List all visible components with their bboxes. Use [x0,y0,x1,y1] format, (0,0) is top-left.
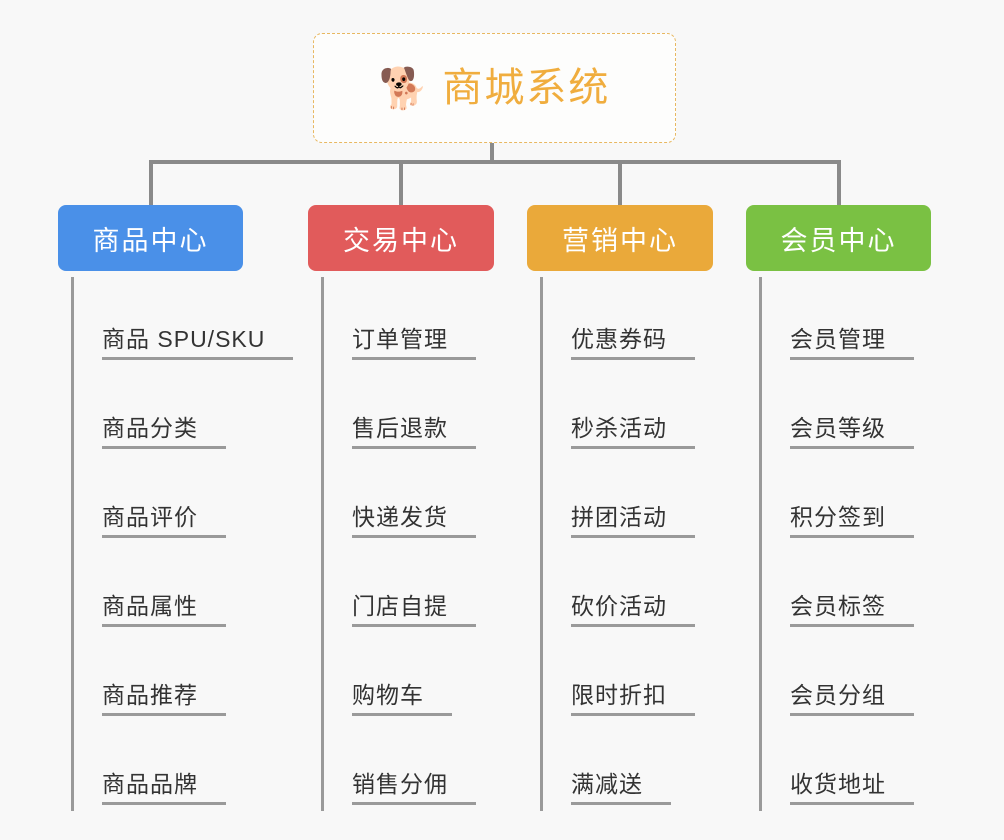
shiba-dog-icon: 🐕 [378,67,429,111]
branch-spine [71,277,74,811]
leaf-item-label: 售后退款 [352,415,476,449]
leaf-item-label: 收货地址 [790,771,914,805]
leaf-item-label: 会员标签 [790,593,914,627]
root-vertical-connector [490,143,494,163]
leaf-item[interactable]: 会员标签 [746,544,931,633]
leaf-list: 商品 SPU/SKU 商品分类商品评价商品属性商品推荐商品品牌 [58,271,294,811]
leaf-item[interactable]: 商品品牌 [58,722,243,811]
leaf-item-label: 购物车 [352,682,452,716]
leaf-item[interactable]: 订单管理 [308,277,494,366]
category-box[interactable]: 会员中心 [746,205,931,271]
branch-drop-connector [148,160,153,206]
leaf-item[interactable]: 会员等级 [746,366,931,455]
category-box[interactable]: 商品中心 [58,205,243,271]
leaf-item[interactable]: 拼团活动 [527,455,713,544]
leaf-item-label: 会员等级 [790,415,914,449]
branch-spine [759,277,762,811]
leaf-item[interactable]: 商品分类 [58,366,243,455]
leaf-list: 订单管理售后退款快递发货门店自提购物车销售分佣 [308,271,494,811]
category-label: 交易中心 [343,225,459,256]
leaf-item[interactable]: 快递发货 [308,455,494,544]
branch-column: 营销中心优惠券码秒杀活动拼团活动砍价活动限时折扣满减送 [527,205,713,811]
category-label: 会员中心 [780,225,897,256]
root-node[interactable]: 🐕 商城系统 [313,33,676,143]
root-title: 商城系统 [442,66,611,110]
category-label: 商品中心 [92,225,209,256]
leaf-item[interactable]: 售后退款 [308,366,494,455]
horizontal-connector-bar [149,160,840,164]
branch-column: 会员中心会员管理会员等级积分签到会员标签会员分组收货地址 [746,205,931,811]
category-box[interactable]: 营销中心 [527,205,713,271]
leaf-item[interactable]: 会员分组 [746,633,931,722]
leaf-item-label: 快递发货 [352,504,476,538]
leaf-item-label: 门店自提 [352,593,476,627]
leaf-item-label: 限时折扣 [571,682,695,716]
leaf-item-label: 会员管理 [790,326,914,360]
leaf-item-label: 商品属性 [102,593,226,627]
leaf-item-label: 优惠券码 [571,326,695,360]
branch-column: 交易中心订单管理售后退款快递发货门店自提购物车销售分佣 [308,205,494,811]
branch-spine [321,277,324,811]
leaf-item[interactable]: 销售分佣 [308,722,494,811]
leaf-item-label: 秒杀活动 [571,415,695,449]
leaf-item[interactable]: 商品评价 [58,455,243,544]
leaf-item-label: 积分签到 [790,504,914,538]
branch-drop-connector [618,160,622,206]
leaf-item[interactable]: 限时折扣 [527,633,713,722]
leaf-item[interactable]: 砍价活动 [527,544,713,633]
leaf-item-label: 商品分类 [102,415,226,449]
branch-spine [540,277,543,811]
leaf-item[interactable]: 满减送 [527,722,713,811]
leaf-item[interactable]: 购物车 [308,633,494,722]
leaf-item[interactable]: 积分签到 [746,455,931,544]
leaf-item-label: 拼团活动 [571,504,695,538]
leaf-item[interactable]: 门店自提 [308,544,494,633]
leaf-item-label: 商品评价 [102,504,226,538]
leaf-item[interactable]: 优惠券码 [527,277,713,366]
branch-drop-connector [399,160,403,206]
category-box[interactable]: 交易中心 [308,205,494,271]
branch-drop-connector [836,160,841,206]
leaf-item[interactable]: 收货地址 [746,722,931,811]
leaf-item-label: 满减送 [571,771,671,805]
leaf-item-label: 商品 SPU/SKU [102,326,294,360]
leaf-item-label: 商品品牌 [102,771,226,805]
leaf-item[interactable]: 会员管理 [746,277,931,366]
leaf-item-label: 商品推荐 [102,682,226,716]
leaf-item[interactable]: 商品推荐 [58,633,243,722]
leaf-item[interactable]: 秒杀活动 [527,366,713,455]
leaf-item[interactable]: 商品 SPU/SKU [58,277,294,366]
leaf-item-label: 订单管理 [352,326,476,360]
category-label: 营销中心 [562,225,678,256]
leaf-item-label: 会员分组 [790,682,914,716]
leaf-list: 优惠券码秒杀活动拼团活动砍价活动限时折扣满减送 [527,271,713,811]
leaf-list: 会员管理会员等级积分签到会员标签会员分组收货地址 [746,271,931,811]
branch-column: 商品中心商品 SPU/SKU 商品分类商品评价商品属性商品推荐商品品牌 [58,205,294,811]
leaf-item[interactable]: 商品属性 [58,544,243,633]
leaf-item-label: 销售分佣 [352,771,476,805]
leaf-item-label: 砍价活动 [571,593,695,627]
